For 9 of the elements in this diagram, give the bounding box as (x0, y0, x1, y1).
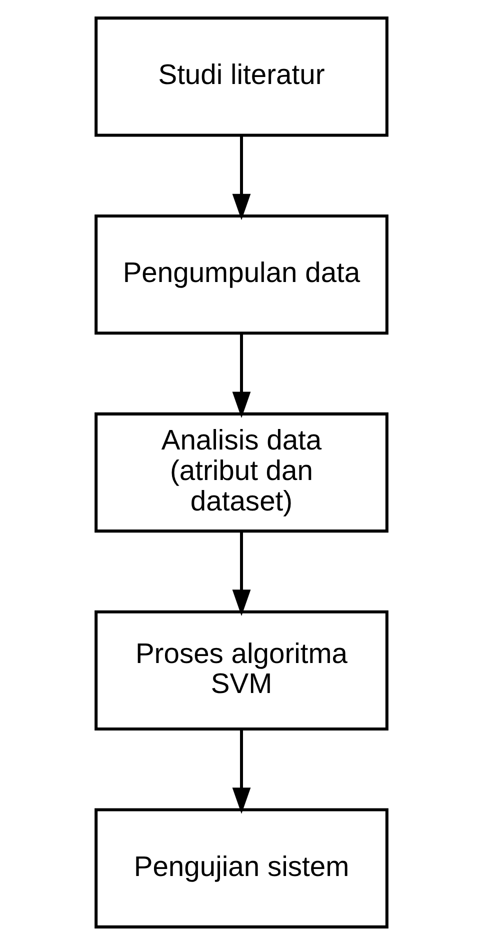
arrow (232, 332, 251, 418)
arrow (232, 134, 251, 220)
node-box: Pengumpulan data (94, 214, 388, 334)
node-box: Proses algoritma SVM (94, 610, 388, 730)
node-box: Analisis data (atribut dan dataset) (94, 412, 388, 532)
arrow (232, 728, 251, 814)
node-box: Pengujian sistem (94, 808, 388, 928)
arrow (232, 530, 251, 616)
node-box: Studi literatur (94, 16, 388, 136)
